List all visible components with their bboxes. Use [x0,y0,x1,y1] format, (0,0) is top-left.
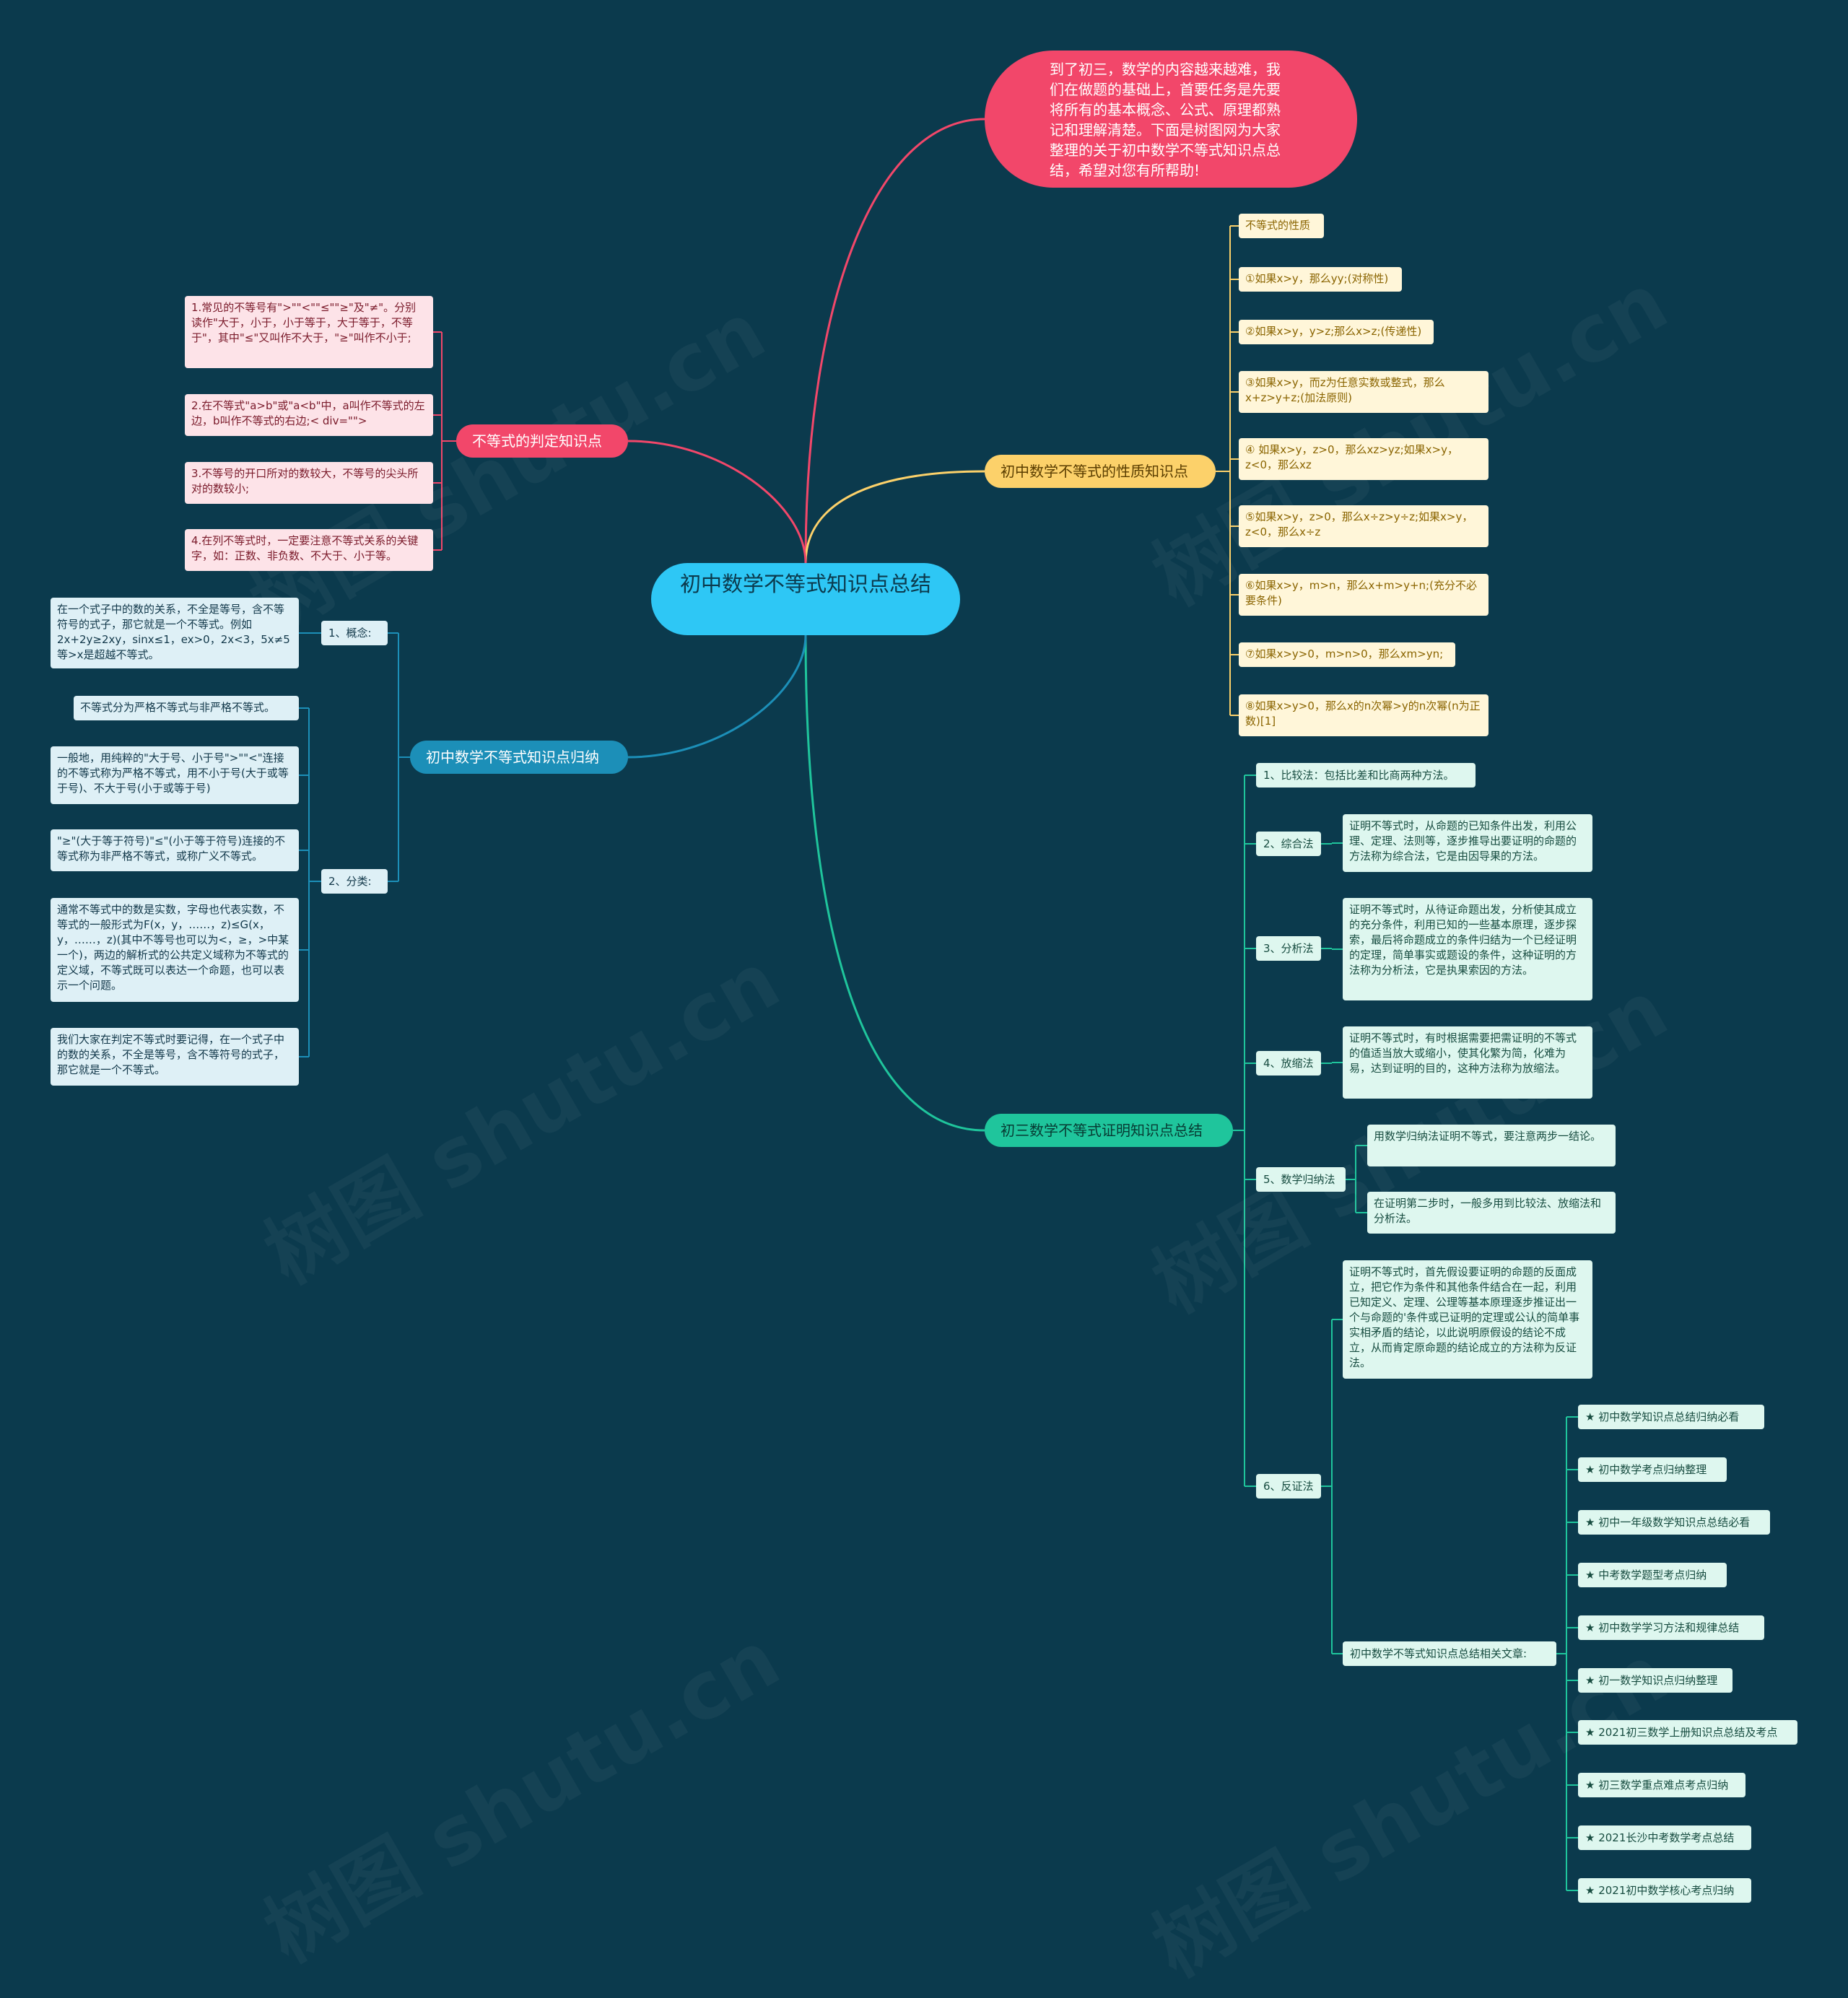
proof-method-2-text[interactable]: 证明不等式时，从命题的已知条件出发，利用公理、定理、法则等，逐步推导出要证明的命… [1343,814,1592,872]
proof-method-6-text[interactable]: 证明不等式时，首先假设要证明的命题的反面成立，把它作为条件和其他条件结合在一起，… [1343,1260,1592,1379]
connector-line [627,440,807,564]
summary-class-label[interactable]: 2、分类: [321,869,388,894]
judgement-item-1[interactable]: 1.常见的不等号有">""<""≤""≥"及"≠"。分别读作"大于，小于，小于等… [185,296,433,368]
property-item-3[interactable]: ③如果x>y，而z为任意实数或整式，那么x+z>y+z;(加法原则) [1239,371,1489,413]
related-articles-label[interactable]: 初中数学不等式知识点总结相关文章: [1343,1641,1556,1666]
property-item-7[interactable]: ⑦如果x>y>0，m>n>0，那么xm>yn; [1239,642,1455,667]
summary-class-item-2[interactable]: 一般地，用纯粹的"大于号、小于号">""<"连接的不等式称为严格不等式，用不小于… [51,746,299,804]
judgement-item-4[interactable]: 4.在列不等式时，一定要注意不等式关系的关键字，如：正数、非负数、不大于、小于等… [185,529,433,571]
related-article-link[interactable]: ★ 中考数学题型考点归纳 [1578,1563,1727,1587]
summary-class-item-5[interactable]: 我们大家在判定不等式时要记得，在一个式子中的数的关系，不全是等号，含不等符号的式… [51,1028,299,1086]
branch-judgement[interactable]: 不等式的判定知识点 [456,424,628,458]
connector-line [804,634,985,1132]
property-item-4[interactable]: ④ 如果x>y，z>0，那么xz>yz;如果x>y，z<0，那么xz [1239,438,1489,480]
judgement-item-2[interactable]: 2.在不等式"a>b"或"a<b"中，a叫作不等式的左边，b叫作不等式的右边;<… [185,394,433,436]
central-topic[interactable]: 初中数学不等式知识点总结 [651,563,960,635]
proof-method-4-label[interactable]: 4、放缩法 [1256,1051,1321,1076]
property-item-0[interactable]: 不等式的性质 [1239,214,1324,238]
connector-line [627,634,807,759]
related-article-link[interactable]: ★ 初中一年级数学知识点总结必看 [1578,1510,1770,1535]
summary-concept-label[interactable]: 1、概念: [321,621,388,645]
related-article-link[interactable]: ★ 初中数学知识点总结归纳必看 [1578,1405,1764,1429]
related-article-link[interactable]: ★ 初一数学知识点归纳整理 [1578,1668,1732,1693]
proof-method-5-item-2[interactable]: 在证明第二步时，一般多用到比较法、放缩法和分析法。 [1367,1192,1616,1234]
proof-method-5-label[interactable]: 5、数学归纳法 [1256,1167,1346,1192]
proof-method-1[interactable]: 1、比较法：包括比差和比商两种方法。 [1256,763,1476,788]
related-article-link[interactable]: ★ 2021初中数学核心考点归纳 [1578,1878,1751,1903]
summary-concept-text[interactable]: 在一个式子中的数的关系，不全是等号，含不等符号的式子，那它就是一个不等式。例如2… [51,598,299,668]
summary-class-item-3[interactable]: "≥"(大于等于符号)"≤"(小于等于符号)连接的不等式称为非严格不等式，或称广… [51,829,299,871]
related-article-link[interactable]: ★ 2021长沙中考数学考点总结 [1578,1825,1751,1850]
branch-summary[interactable]: 初中数学不等式知识点归纳 [410,741,628,774]
intro-node[interactable]: 到了初三，数学的内容越来越难，我们在做题的基础上，首要任务是先要将所有的基本概念… [985,51,1357,188]
summary-class-item-4[interactable]: 通常不等式中的数是实数，字母也代表实数，不等式的一般形式为F(x，y，……，z)… [51,898,299,1002]
branch-proof[interactable]: 初三数学不等式证明知识点总结 [985,1114,1233,1147]
proof-method-3-label[interactable]: 3、分析法 [1256,936,1321,961]
connector-lines [299,118,1578,1891]
related-article-link[interactable]: ★ 2021初三数学上册知识点总结及考点 [1578,1720,1797,1745]
proof-method-6-label[interactable]: 6、反证法 [1256,1474,1321,1498]
property-item-5[interactable]: ⑤如果x>y，z>0，那么x÷z>y÷z;如果x>y，z<0，那么x÷z [1239,505,1489,547]
property-item-8[interactable]: ⑧如果x>y>0，那么x的n次幂>y的n次幂(n为正数)[1] [1239,694,1489,736]
connector-line [804,118,985,564]
related-article-link[interactable]: ★ 初中数学学习方法和规律总结 [1578,1615,1764,1640]
property-item-6[interactable]: ⑥如果x>y，m>n，那么x+m>y+n;(充分不必要条件) [1239,574,1489,616]
property-item-2[interactable]: ②如果x>y，y>z;那么x>z;(传递性) [1239,320,1434,344]
summary-class-item-1[interactable]: 不等式分为严格不等式与非严格不等式。 [74,696,299,720]
proof-method-3-text[interactable]: 证明不等式时，从待证命题出发，分析使其成立的充分条件，利用已知的一些基本原理，逐… [1343,898,1592,1000]
proof-method-5-item-1[interactable]: 用数学归纳法证明不等式，要注意两步一结论。 [1367,1125,1616,1166]
branch-properties[interactable]: 初中数学不等式的性质知识点 [985,455,1216,488]
connector-line [804,470,985,564]
related-article-link[interactable]: ★ 初三数学重点难点考点归纳 [1578,1773,1745,1797]
property-item-1[interactable]: ①如果x>y，那么yy;(对称性) [1239,267,1402,292]
proof-method-2-label[interactable]: 2、综合法 [1256,832,1321,856]
judgement-item-3[interactable]: 3.不等号的开口所对的数较大，不等号的尖头所对的数较小; [185,462,433,504]
proof-method-4-text[interactable]: 证明不等式时，有时根据需要把需证明的不等式的值适当放大或缩小，使其化繁为简，化难… [1343,1026,1592,1099]
related-article-link[interactable]: ★ 初中数学考点归纳整理 [1578,1457,1727,1482]
